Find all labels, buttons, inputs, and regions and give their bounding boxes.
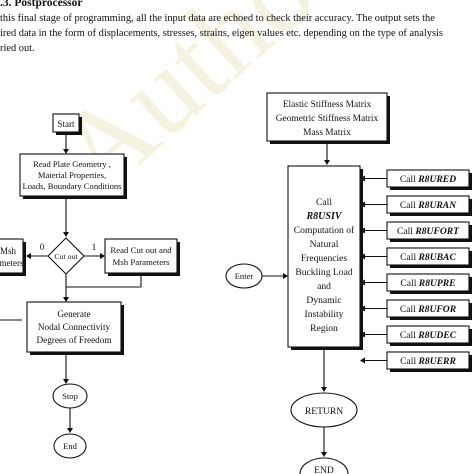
read-plate-line: Read Plate Geometry , (33, 159, 111, 169)
end-right-label: END (314, 465, 334, 474)
matrices-line: Mass Matrix (303, 128, 351, 138)
main-box-line: Instability (305, 309, 344, 320)
arrow-head (360, 279, 365, 286)
branch-zero-label: 0 (40, 242, 45, 252)
arrow-head (360, 331, 365, 338)
main-box-line: and (317, 281, 331, 292)
read-plate-line: Loads, Boundary Conditions (22, 181, 122, 191)
generate-line: Degrees of Freedom (36, 335, 111, 345)
main-box-line: Region (310, 323, 338, 334)
main-box-line: Natural (310, 239, 339, 250)
arrow-head (283, 273, 288, 279)
main-box-line: Computation of (294, 225, 355, 236)
arrow-head (63, 149, 69, 154)
end-ellipse (53, 433, 87, 459)
matrices-line: Elastic Stiffness Matrix (283, 99, 372, 110)
call-subroutine-label: Call R8UFORT (397, 226, 460, 237)
arrow-head (360, 175, 365, 182)
arrow-head (63, 379, 69, 384)
arrow-head (324, 160, 330, 165)
arrow-head (360, 227, 365, 234)
matrices-box (266, 92, 388, 142)
generate-line: Nodal Connectivity (38, 322, 111, 332)
decision-label: Cut out (54, 252, 78, 261)
enter-label: Enter (235, 271, 254, 281)
call-subroutine-label: Call R8UDEC (400, 330, 457, 341)
arrow-head (100, 253, 105, 259)
mesh-parameters-box (0, 238, 24, 274)
paragraph-line: ried out. (0, 43, 35, 54)
paragraph-line: this final stage of programming, all the… (0, 13, 435, 24)
arrow-head (63, 297, 69, 302)
read-cutout-line: Read Cut out and (110, 245, 172, 255)
arrow-head (63, 232, 69, 237)
main-box-line: Frequencies (301, 253, 348, 264)
main-box-line: Buckling Load (295, 267, 352, 278)
matrices-line: Geometric Stiffness Matrix (276, 113, 379, 124)
section-heading: .3. Postprocessor (0, 0, 83, 9)
arrow-head (360, 305, 365, 312)
main-box-line: Dynamic (306, 295, 341, 306)
arrow-head (67, 428, 73, 433)
call-subroutine-label: Call R8URAN (400, 200, 457, 211)
arrow-head (360, 253, 365, 260)
end-ellipse-right (299, 457, 349, 474)
branch-one-label: 1 (92, 242, 97, 252)
call-boxes-group: Call R8URED Call R8URAN Call R8UFORT Call R… (360, 169, 472, 372)
arrow-head (360, 201, 365, 208)
paragraph-line: ired data in the form of displacements, … (0, 28, 443, 39)
call-subroutine-label: Call R8URED (400, 174, 456, 185)
generate-line: Generate (57, 309, 90, 319)
arrow-head (26, 253, 31, 259)
mesh-left-line: rameters (0, 258, 24, 268)
stop-label: Stop (62, 391, 78, 401)
read-plate-line: Material Properties, (38, 170, 106, 180)
call-subroutine-label: Call R8UFOR (400, 304, 457, 315)
read-plate-geometry-box (19, 153, 125, 197)
read-cutout-line: Msh Parameters (113, 257, 170, 267)
read-cutout-mesh-box (104, 238, 178, 274)
start-label: Start (58, 119, 75, 129)
call-subroutine-label: Call R8UBAC (400, 252, 456, 263)
mesh-left-line: Msh (0, 246, 16, 256)
main-box-line: Call (316, 197, 332, 208)
arrow-head (321, 387, 327, 392)
generate-box (26, 301, 122, 353)
arrow-head (360, 357, 365, 364)
call-r8usiv-box (287, 165, 361, 348)
end-label: End (63, 441, 78, 451)
call-subroutine-label: Call R8UPRE (400, 278, 455, 289)
return-label: RETURN (305, 406, 343, 417)
call-subroutine-label: Call R8UERR (400, 356, 456, 367)
main-box-line: R8USIV (305, 211, 342, 222)
arrow-head (321, 452, 327, 457)
